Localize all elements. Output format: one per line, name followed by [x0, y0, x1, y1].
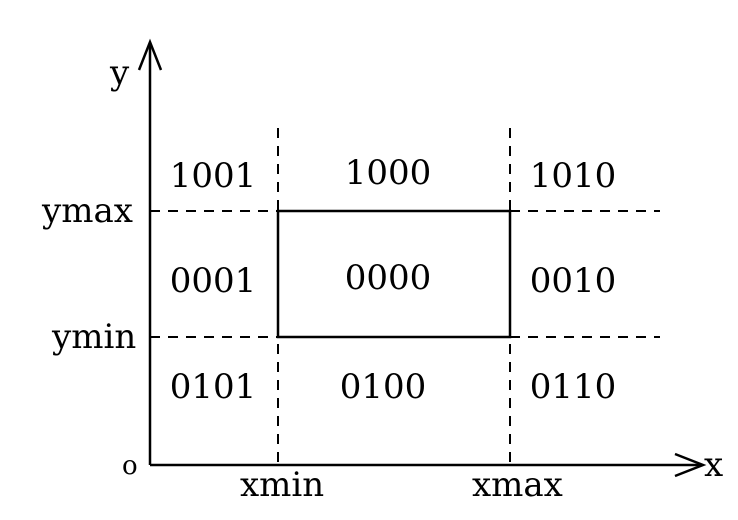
- region-code-bottom-left: 0101: [170, 367, 257, 407]
- region-code-top-right: 1010: [530, 156, 617, 196]
- ymin-label: ymin: [51, 317, 136, 357]
- x-axis-arrowhead: [674, 452, 707, 478]
- region-code-top-center: 1000: [345, 153, 432, 193]
- x-axis-label: x: [704, 445, 723, 485]
- region-code-bottom-center: 0100: [340, 367, 427, 407]
- origin-label: o: [122, 451, 138, 481]
- y-axis-label: y: [109, 53, 130, 93]
- y-axis-arrowhead: [137, 38, 163, 71]
- region-code-middle-left: 0001: [170, 261, 257, 301]
- region-code-top-left: 1001: [170, 156, 257, 196]
- region-code-bottom-right: 0110: [530, 367, 617, 407]
- ymax-label: ymax: [41, 191, 133, 231]
- xmin-label: xmin: [240, 465, 324, 505]
- region-code-middle-right: 0010: [530, 261, 617, 301]
- xmax-label: xmax: [472, 465, 563, 505]
- region-code-window: 0000: [345, 258, 432, 298]
- clip-window: [276, 209, 512, 339]
